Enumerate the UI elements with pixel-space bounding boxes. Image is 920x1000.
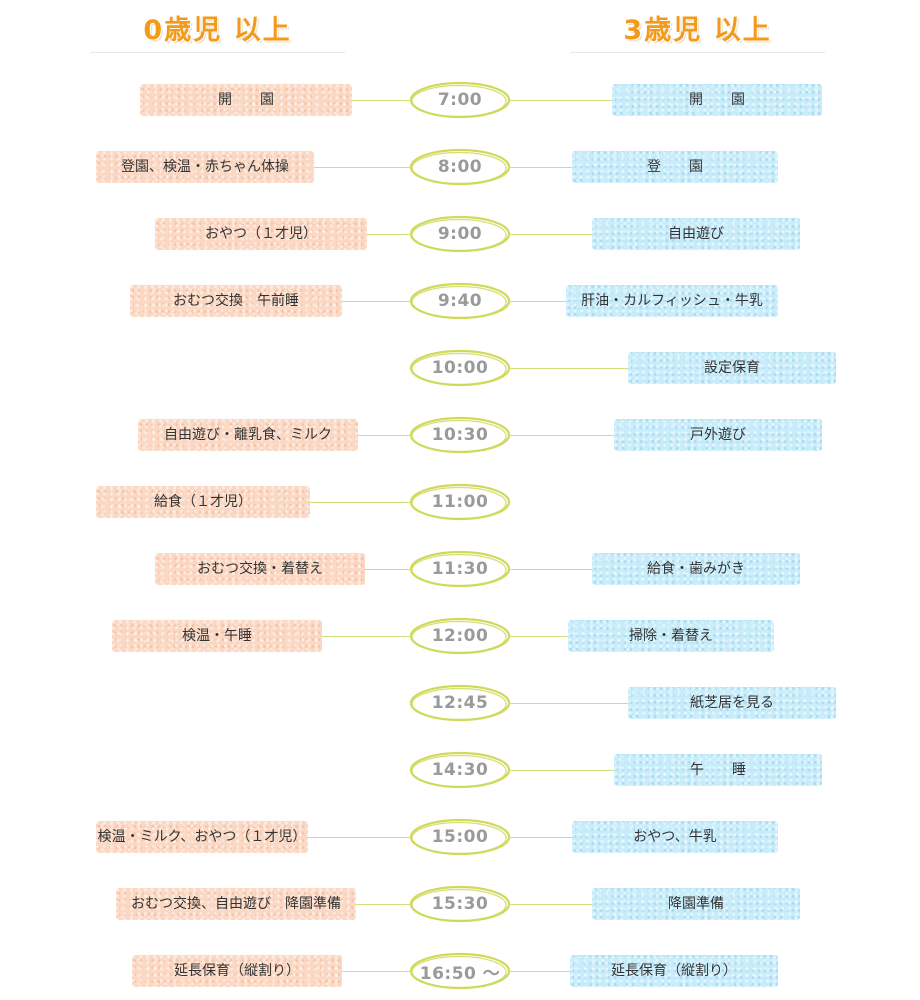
connector-right [508, 234, 592, 235]
activity-age-3: 紙芝居を見る [628, 687, 836, 719]
activity-age-3: 戸外遊び [614, 419, 822, 451]
activity-age-0: おむつ交換・着替え [155, 553, 365, 585]
time-label: 14:30 [431, 760, 489, 780]
time-label: 7:00 [437, 90, 483, 110]
time-badge: 9:40 [408, 281, 512, 321]
activity-age-3: 降園準備 [592, 888, 800, 920]
connector-right [508, 636, 568, 637]
time-label: 15:30 [431, 894, 489, 914]
time-badge: 15:30 [408, 884, 512, 924]
activity-age-3: 設定保育 [628, 352, 836, 384]
connector-right [508, 569, 592, 570]
connector-left [308, 837, 412, 838]
connector-right [508, 368, 628, 369]
time-label: 12:45 [431, 693, 489, 713]
connector-right [508, 703, 628, 704]
connector-left [367, 234, 412, 235]
connector-right [508, 904, 592, 905]
connector-right [508, 971, 570, 972]
activity-age-3: おやつ、牛乳 [572, 821, 778, 853]
time-label: 16:50 ～ [419, 963, 501, 984]
time-label: 10:00 [431, 358, 489, 378]
header-age-3: 3歳児 以上 [623, 15, 772, 46]
activity-age-0: おやつ（１才児） [155, 218, 367, 250]
connector-left [352, 100, 412, 101]
time-badge: 11:30 [408, 549, 512, 589]
activity-age-3: 肝油・カルフィッシュ・牛乳 [566, 285, 778, 317]
activity-age-0: 延長保育（縦割り） [132, 955, 342, 987]
header-divider-left [90, 52, 345, 53]
time-badge: 12:00 [408, 616, 512, 656]
time-label: 12:00 [431, 626, 489, 646]
time-badge: 7:00 [408, 80, 512, 120]
connector-right [508, 770, 614, 771]
connector-left [322, 636, 412, 637]
time-label: 9:00 [437, 224, 483, 244]
activity-age-0: 開 園 [140, 84, 352, 116]
connector-left [310, 502, 412, 503]
time-label: 11:30 [431, 559, 489, 579]
connector-right [508, 100, 612, 101]
activity-age-0: 登園、検温・赤ちゃん体操 [96, 151, 314, 183]
time-badge: 15:00 [408, 817, 512, 857]
header-divider-right [570, 52, 825, 53]
activity-age-3: 午 睡 [614, 754, 822, 786]
connector-right [508, 837, 572, 838]
activity-age-3: 開 園 [612, 84, 822, 116]
time-badge: 16:50 ～ [408, 951, 512, 991]
time-label: 10:30 [431, 425, 489, 445]
activity-age-0: 自由遊び・離乳食、ミルク [138, 419, 358, 451]
time-badge: 11:00 [408, 482, 512, 522]
activity-age-0: おむつ交換 午前睡 [130, 285, 342, 317]
time-badge: 8:00 [408, 147, 512, 187]
time-label: 9:40 [437, 291, 483, 311]
header-age-0: 0歳児 以上 [143, 15, 292, 46]
time-badge: 14:30 [408, 750, 512, 790]
time-badge: 10:00 [408, 348, 512, 388]
time-badge: 9:00 [408, 214, 512, 254]
activity-age-0: 検温・午睡 [112, 620, 322, 652]
connector-left [358, 435, 412, 436]
activity-age-3: 延長保育（縦割り） [570, 955, 778, 987]
time-label: 11:00 [431, 492, 489, 512]
activity-age-3: 給食・歯みがき [592, 553, 800, 585]
connector-right [508, 301, 566, 302]
activity-age-3: 登 園 [572, 151, 778, 183]
connector-left [342, 971, 412, 972]
time-label: 8:00 [437, 157, 483, 177]
time-badge: 12:45 [408, 683, 512, 723]
connector-right [508, 435, 614, 436]
time-label: 15:00 [431, 827, 489, 847]
connector-left [365, 569, 412, 570]
time-badge: 10:30 [408, 415, 512, 455]
connector-left [356, 904, 412, 905]
activity-age-0: おむつ交換、自由遊び 降園準備 [116, 888, 356, 920]
connector-left [314, 167, 412, 168]
activity-age-0: 給食（１才児） [96, 486, 310, 518]
connector-right [508, 167, 572, 168]
activity-age-3: 掃除・着替え [568, 620, 774, 652]
activity-age-0: 検温・ミルク、おやつ（１才児） [96, 821, 308, 853]
connector-left [342, 301, 412, 302]
activity-age-3: 自由遊び [592, 218, 800, 250]
